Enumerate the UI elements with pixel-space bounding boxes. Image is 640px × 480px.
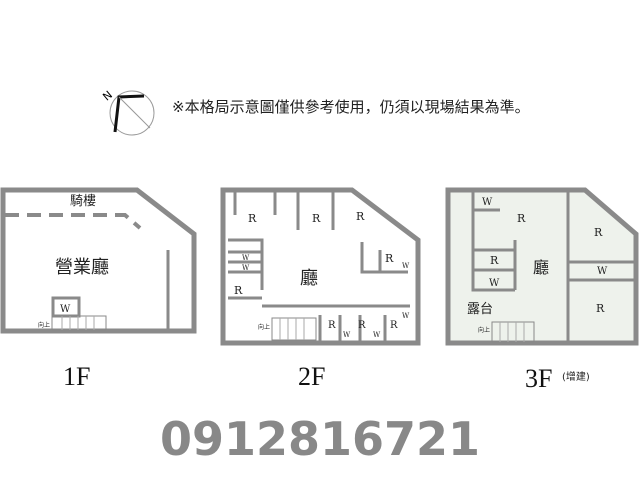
watermark-text: 0912816721 [160,412,480,466]
room-label-wc: W [60,304,71,315]
room-label-arcade: 騎樓 [70,194,96,209]
room-label-business-hall: 營業廳 [55,257,109,278]
room-label-hall: 廳 [300,268,318,289]
stair-label: 向上 [478,326,490,334]
room-label-wc: W [242,254,250,262]
floor-label-1f: 1F [63,362,90,391]
disclaimer-text: ※本格局示意圖僅供參考使用，仍須以現場結果為準。 [172,98,530,116]
room-label-r: R [356,210,365,223]
room-label-r: R [596,302,605,315]
room-label-r: R [328,320,336,331]
floor-note-3f: (增建) [562,370,590,383]
stair-label: 向上 [38,321,50,329]
room-label-r: R [234,284,243,297]
room-label-r: R [312,212,321,225]
room-label-r: R [385,252,394,265]
room-label-wc: W [402,312,410,320]
room-label-wc: W [482,197,493,208]
stairs-icon [51,315,107,331]
room-label-wc: W [373,331,381,339]
room-label-hall: 廳 [533,258,549,277]
room-label-wc: W [489,278,500,289]
room-label-wc: W [242,264,250,272]
room-label-r: R [248,212,257,225]
room-label-wc: W [597,266,608,277]
room-label-wc: W [343,331,351,339]
room-label-wc: W [402,262,410,270]
floor-plan-1f: 騎樓 營業廳 W 向上 [0,187,197,334]
north-label: N [100,88,115,103]
room-label-r: R [490,254,499,267]
compass-icon: N [100,88,155,136]
floor-plan-3f: W R R R W W R 廳 露台 向上 [445,187,639,346]
stairs-icon [271,317,317,341]
room-label-r: R [390,320,398,331]
room-label-r: R [517,212,526,225]
floor-label-3f: 3F [525,364,552,393]
stairs-icon [491,321,535,343]
room-label-r: R [358,320,366,331]
stair-label: 向上 [258,323,270,331]
floor-label-2f: 2F [298,362,325,391]
floor-plan-2f: R R R R R R R R W W W W W W 廳 向上 [220,187,421,346]
room-label-terrace: 露台 [467,302,493,317]
room-label-r: R [594,226,603,239]
